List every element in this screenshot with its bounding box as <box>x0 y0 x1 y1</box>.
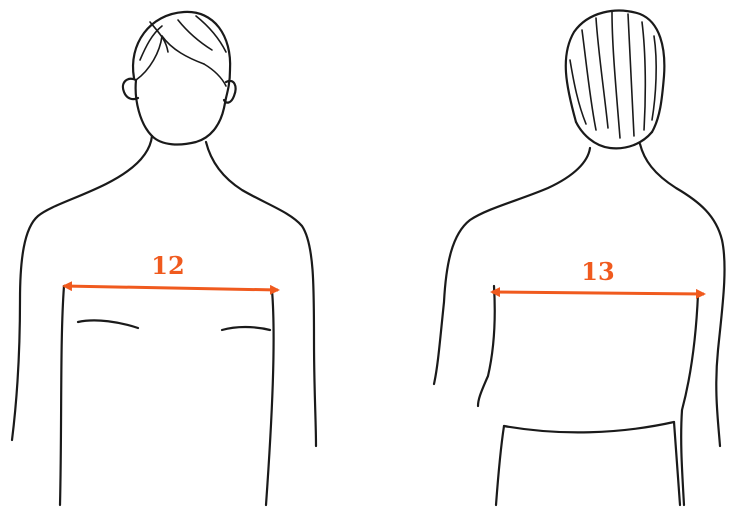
back-torso <box>434 144 725 505</box>
back-measurement: 13 <box>492 257 704 294</box>
back-figure <box>434 11 725 505</box>
front-measurement-label: 12 <box>151 251 184 280</box>
back-head <box>566 11 665 149</box>
back-measurement-label: 13 <box>581 257 614 286</box>
front-measurement-arrow <box>64 286 278 290</box>
back-measurement-arrow <box>492 292 704 294</box>
front-head <box>123 12 236 145</box>
front-torso <box>12 136 316 505</box>
front-measurement: 12 <box>64 251 278 290</box>
